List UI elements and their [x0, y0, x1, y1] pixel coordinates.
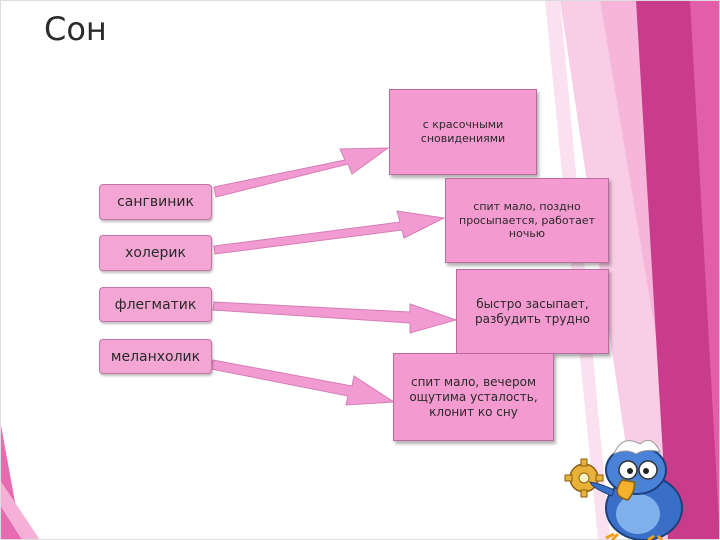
description-dreams: с красочными сновидениями [389, 89, 537, 175]
temperament-sangvinik: сангвиник [99, 184, 212, 220]
description-text: спит мало, поздно просыпается, работает … [459, 199, 595, 241]
temperament-holerik: холерик [99, 235, 212, 271]
arrow-melanholik [210, 359, 396, 406]
description-evening-fatigue: спит мало, вечером ощутима усталость, кл… [393, 353, 554, 441]
description-text: быстро засыпает, разбудить трудно [474, 296, 591, 326]
temperament-label: флегматик [114, 296, 197, 313]
arrow-sangvinik [213, 147, 390, 198]
description-text: с красочными сновидениями [420, 118, 506, 145]
temperament-label: меланхолик [110, 348, 201, 365]
description-text: спит мало, вечером ощутима усталость, кл… [409, 374, 538, 419]
temperament-label: холерик [125, 245, 186, 261]
arrow-flegmatik [212, 301, 458, 334]
page-title: Сон [44, 10, 107, 48]
description-deep-sleep: быстро засыпает, разбудить трудно [456, 269, 609, 354]
temperament-label: сангвиник [117, 194, 194, 210]
temperament-melanholik: меланхолик [99, 339, 212, 374]
arrow-holerik [213, 210, 446, 255]
temperament-flegmatik: флегматик [99, 287, 212, 322]
description-night-work: спит мало, поздно просыпается, работает … [445, 178, 609, 263]
cartoon-bird-icon [564, 439, 683, 540]
